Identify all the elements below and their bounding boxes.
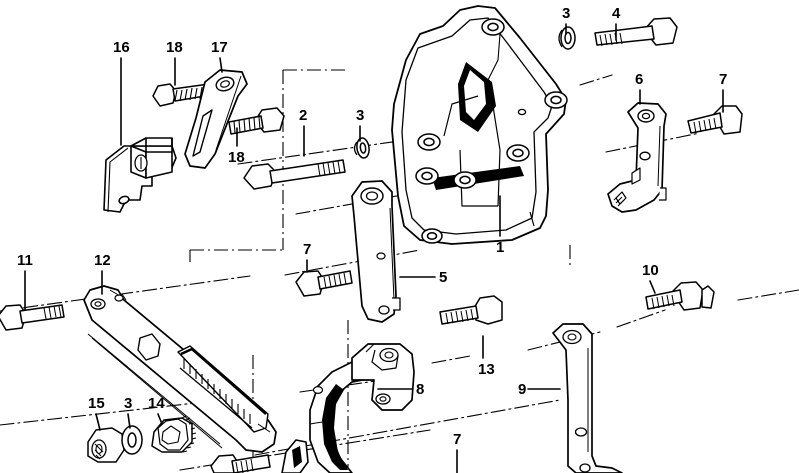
- callout-number-8: 8: [416, 381, 425, 398]
- callout-number-10: 10: [642, 262, 659, 279]
- part-3-washer-b: [558, 26, 576, 50]
- part-10-socket-hex-bolt: [645, 281, 715, 311]
- callout-number-4: 4: [612, 5, 621, 22]
- part-6-angled-support-bracket: [607, 102, 667, 213]
- callout-number-12: 12: [94, 252, 111, 269]
- part-8-clamp-lower-fragment: [281, 439, 309, 473]
- part-16-nut-cage: [130, 137, 173, 179]
- callout-number-11: 11: [17, 252, 33, 269]
- part-4-hex-bolt: [594, 17, 678, 47]
- callout-leader-3c: [127, 413, 131, 429]
- callout-number-2: 2: [299, 107, 308, 124]
- part-2-long-bolt: [243, 159, 346, 190]
- part-7-hex-bolt-right: [687, 105, 743, 135]
- callout-number-7b: 7: [303, 241, 312, 258]
- part-7-hex-bolt-bottom: [210, 454, 271, 473]
- part-9-support-strap: [552, 323, 623, 473]
- part-3-washer-a: [353, 137, 370, 159]
- part-17-slotted-tension-arm: [184, 69, 248, 169]
- callout-number-5: 5: [439, 269, 448, 286]
- part-13-flange-bolt: [439, 295, 503, 325]
- part-1-main-mounting-bracket: [391, 5, 568, 245]
- callout-number-7a: 7: [719, 71, 728, 88]
- callout-leader-10: [649, 280, 656, 294]
- callout-number-3a: 3: [356, 107, 365, 124]
- part-3-washer-c: [121, 425, 143, 455]
- part-11-adjusting-bolt: [0, 304, 65, 331]
- part-8-clamp-bracket: [309, 343, 415, 473]
- part-12-toothed-adjusting-rail: [83, 285, 277, 453]
- part-7-hex-bolt-middle: [295, 270, 353, 297]
- callout-number-18a: 18: [166, 39, 183, 56]
- callout-leader-15: [95, 413, 101, 431]
- callout-number-18b: 18: [228, 149, 245, 166]
- callout-number-3b: 3: [562, 5, 571, 22]
- callout-number-7c: 7: [453, 431, 462, 448]
- callout-leader-17: [219, 57, 223, 73]
- callout-number-16: 16: [113, 39, 130, 56]
- callout-number-17: 17: [211, 39, 228, 56]
- callout-leader-lines: [24, 23, 724, 473]
- callout-number-9: 9: [518, 381, 527, 398]
- callout-number-6: 6: [635, 71, 644, 88]
- callout-number-3c: 3: [124, 395, 133, 412]
- callout-number-15: 15: [88, 395, 105, 412]
- callout-number-14: 14: [148, 395, 165, 412]
- part-15-hex-nut: [87, 427, 125, 463]
- part-5-adjusting-link-arm: [351, 180, 401, 323]
- callout-number-1: 1: [496, 239, 505, 256]
- part-14-knurled-nut: [151, 415, 197, 453]
- callout-number-13: 13: [478, 361, 495, 378]
- callout-leader-14: [157, 413, 163, 425]
